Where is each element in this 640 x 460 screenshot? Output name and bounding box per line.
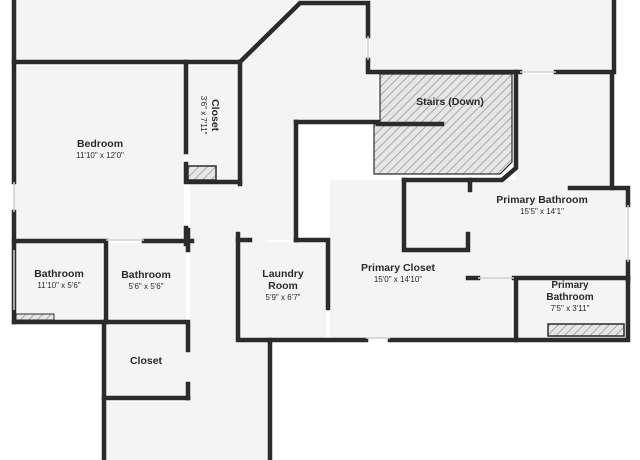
wall: [235, 231, 273, 460]
wall: [11, 319, 191, 353]
room-primary-closet: Primary Closet 15'0" x 14'10": [346, 262, 450, 284]
wall: [11, 0, 371, 65]
wall: [293, 237, 331, 311]
room-bathroom-left: Bathroom 11'10" x 5'6": [18, 268, 100, 290]
room-dimensions: 15'5" x 14'1": [520, 207, 564, 217]
room-closet-small: Closet 3'6" x 7'11": [199, 67, 221, 163]
wall: [11, 238, 109, 325]
room-name: Closet: [129, 355, 163, 367]
hallway-floor: [104, 5, 378, 460]
wall: [387, 277, 631, 343]
room-dimensions: 3'6" x 7'11": [199, 95, 209, 135]
room-dimensions: 11'10" x 5'6": [37, 281, 81, 291]
room-closet-lower: Closet: [108, 355, 184, 367]
closet-lower-floor: [106, 324, 186, 396]
room-dimensions: 5'9" x 6'7": [265, 293, 301, 303]
room-primary-bathroom: Primary Bathroom 15'5" x 14'1": [480, 194, 604, 216]
room-laundry: Laundry Room 5'9" x 6'7": [252, 268, 314, 302]
wall: [183, 161, 243, 185]
room-dimensions: 15'0" x 14'10": [373, 275, 423, 285]
bedroom-floor: [14, 66, 184, 239]
upper-right-room-floor: [370, 0, 614, 72]
room-name: Primary Closet: [360, 262, 436, 274]
room-stairs: Stairs (Down): [400, 96, 500, 108]
room-primary-bathroom-small: Primary Bathroom 7'5" x 3'11": [532, 280, 608, 313]
wall: [609, 71, 631, 208]
room-name: Bedroom: [76, 138, 124, 150]
room-dimensions: 11'10" x 12'0": [76, 151, 124, 161]
bath-left-hatch: [15, 313, 55, 321]
wall: [401, 177, 471, 253]
room-name: Primary Bathroom: [546, 280, 594, 303]
room-name: Closet: [209, 99, 222, 132]
bath-small-hatch: [547, 323, 625, 337]
bathroom-left-floor: [14, 243, 102, 320]
laundry-floor: [240, 242, 326, 338]
wall: [365, 57, 523, 75]
room-dimensions: 5'6" x 5'6": [128, 282, 164, 292]
room-bathroom-mid: Bathroom 5'6" x 5'6": [108, 269, 184, 291]
closet-shelf-hatch: [187, 165, 217, 181]
room-name: Bathroom: [121, 269, 171, 281]
room-bedroom: Bedroom 11'10" x 12'0": [44, 138, 156, 160]
room-name: Laundry Room: [262, 268, 304, 293]
room-name: Stairs (Down): [416, 96, 484, 108]
floor-fills: [14, 0, 626, 460]
walls: [11, 0, 631, 460]
room-dimensions: 7'5" x 3'11": [550, 304, 590, 313]
primary-closet-floor: [330, 180, 512, 338]
upper-left-room-floor: [14, 0, 296, 62]
wall: [401, 69, 519, 183]
bathroom-mid-floor: [106, 243, 186, 320]
closet-small-floor: [188, 66, 238, 182]
room-name: Bathroom: [34, 268, 84, 280]
room-name: Primary Bathroom: [496, 194, 588, 206]
windows: [13, 36, 629, 339]
